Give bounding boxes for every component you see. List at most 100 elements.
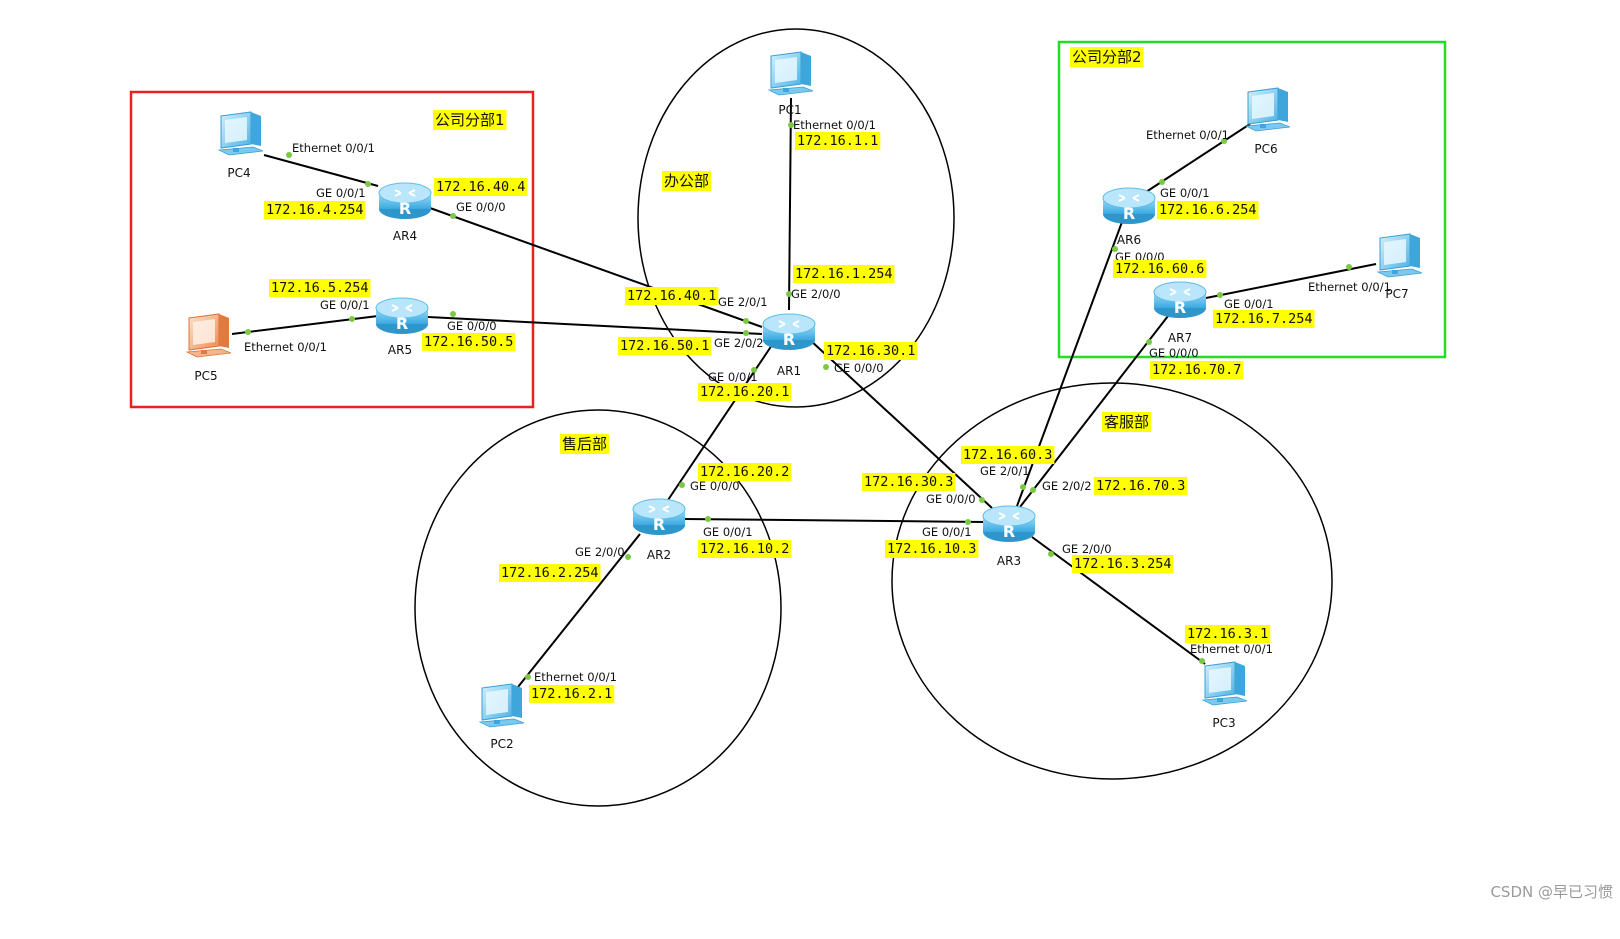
router-ar7[interactable] <box>1153 281 1207 319</box>
port-label: Ethernet 0/0/1 <box>292 141 375 155</box>
label-highlight <box>1102 412 1152 432</box>
port-dot <box>979 497 985 503</box>
pc-pc4[interactable] <box>218 111 264 156</box>
router-ar5[interactable] <box>375 297 429 335</box>
ip-label: 172.16.20.2 <box>700 464 789 480</box>
ip-label: 172.16.5.254 <box>271 280 369 296</box>
label-highlight <box>499 564 601 582</box>
device-label-pc3: PC3 <box>1212 716 1235 730</box>
device-label-ar7: AR7 <box>1168 331 1192 345</box>
router-icon <box>1102 187 1156 225</box>
ip-label: 172.16.60.6 <box>1115 261 1204 277</box>
pc-icon <box>1377 233 1423 278</box>
port-label: GE 2/0/2 <box>1042 479 1092 493</box>
ip-label: 172.16.30.1 <box>826 343 915 359</box>
device-label-ar4: AR4 <box>393 229 417 243</box>
label-highlight <box>618 337 712 355</box>
port-dot <box>450 311 456 317</box>
port-label: GE 0/0/1 <box>316 186 366 200</box>
link-ar3-pc3 <box>1031 536 1206 665</box>
router-icon <box>375 297 429 335</box>
branch2-boundary <box>1057 40 1447 359</box>
label-highlight <box>1150 361 1244 379</box>
pc-pc3[interactable] <box>1202 661 1248 706</box>
area-title-branch2: 公司分部2 <box>1072 48 1142 66</box>
ip-label: 172.16.10.3 <box>887 541 976 557</box>
port-label: GE 0/0/0 <box>834 361 884 375</box>
area-title-after-sales: 售后部 <box>562 435 607 453</box>
device-label-pc5: PC5 <box>194 369 217 383</box>
label-highlight <box>529 685 615 703</box>
port-label: GE 2/0/2 <box>714 336 764 350</box>
label-highlight <box>1185 625 1271 643</box>
ip-label: 172.16.10.2 <box>700 541 789 557</box>
label-highlight <box>264 201 366 219</box>
port-label: GE 0/0/0 <box>926 492 976 506</box>
port-dot <box>1146 339 1152 345</box>
pc-pc2[interactable] <box>479 683 525 728</box>
port-dot <box>823 364 829 370</box>
links <box>231 97 1377 693</box>
router-icon <box>762 313 816 351</box>
router-ar6[interactable] <box>1102 187 1156 225</box>
link-ar2-ar3 <box>683 518 985 523</box>
after-sales-boundary <box>414 409 782 807</box>
port-label: Ethernet 0/0/1 <box>534 670 617 684</box>
office-boundary <box>637 28 955 408</box>
device-label-pc1: PC1 <box>778 103 801 117</box>
router-icon <box>632 498 686 536</box>
label-highlight <box>793 265 895 283</box>
ip-label: 172.16.30.3 <box>864 474 953 490</box>
pc-icon <box>1245 87 1291 132</box>
port-label: GE 0/0/1 <box>320 298 370 312</box>
router-ar3[interactable] <box>982 505 1036 543</box>
router-ar2[interactable] <box>632 498 686 536</box>
ip-label: 172.16.1.254 <box>795 266 893 282</box>
label-highlight <box>1094 477 1188 495</box>
pc-pc6[interactable] <box>1245 87 1291 132</box>
ip-label: 172.16.6.254 <box>1159 202 1257 218</box>
port-label: Ethernet 0/0/1 <box>1190 642 1273 656</box>
label-highlight <box>625 287 719 305</box>
port-label: GE 2/0/1 <box>980 464 1030 478</box>
link-ar1-ar3 <box>809 339 993 509</box>
port-dot <box>625 554 631 560</box>
pc-pc5[interactable] <box>186 313 232 358</box>
port-label: GE 0/0/1 <box>922 525 972 539</box>
port-dot <box>1030 487 1036 493</box>
area-title-office: 办公部 <box>664 172 709 190</box>
port-dot <box>1346 264 1352 270</box>
link-ar2-pc2 <box>513 533 641 693</box>
port-dot <box>1199 658 1205 664</box>
pc-pc1[interactable] <box>768 51 814 96</box>
ip-label: 172.16.1.1 <box>797 133 878 149</box>
ip-label: 172.16.2.1 <box>531 686 612 702</box>
port-label: GE 0/0/1 <box>703 525 753 539</box>
port-dot <box>1048 551 1054 557</box>
port-label: GE 0/0/1 <box>708 370 758 384</box>
router-icon <box>982 505 1036 543</box>
link-ar5-ar1 <box>427 316 763 335</box>
label-highlight <box>433 110 507 130</box>
ip-label: 172.16.50.5 <box>424 334 513 350</box>
port-dot <box>365 181 371 187</box>
label-highlight <box>795 132 881 150</box>
branch1-boundary <box>129 90 535 409</box>
pc-pc7[interactable] <box>1377 233 1423 278</box>
ip-label: 172.16.3.1 <box>1187 626 1268 642</box>
area-title-customer-service: 客服部 <box>1104 413 1149 431</box>
device-label-pc6: PC6 <box>1254 142 1277 156</box>
router-ar4[interactable] <box>378 182 432 220</box>
link-pc1-ar1 <box>788 97 792 311</box>
port-dot <box>705 516 711 522</box>
port-dot <box>1221 138 1227 144</box>
port-dot <box>679 482 685 488</box>
device-label-pc2: PC2 <box>490 737 513 751</box>
port-label: GE 0/0/1 <box>1160 186 1210 200</box>
router-ar1[interactable] <box>762 313 816 351</box>
pc-icon <box>479 683 525 728</box>
port-label: Ethernet 0/0/1 <box>244 340 327 354</box>
ip-label: 172.16.70.3 <box>1096 478 1185 494</box>
port-dot <box>786 291 792 297</box>
port-label: GE 2/0/0 <box>575 545 625 559</box>
